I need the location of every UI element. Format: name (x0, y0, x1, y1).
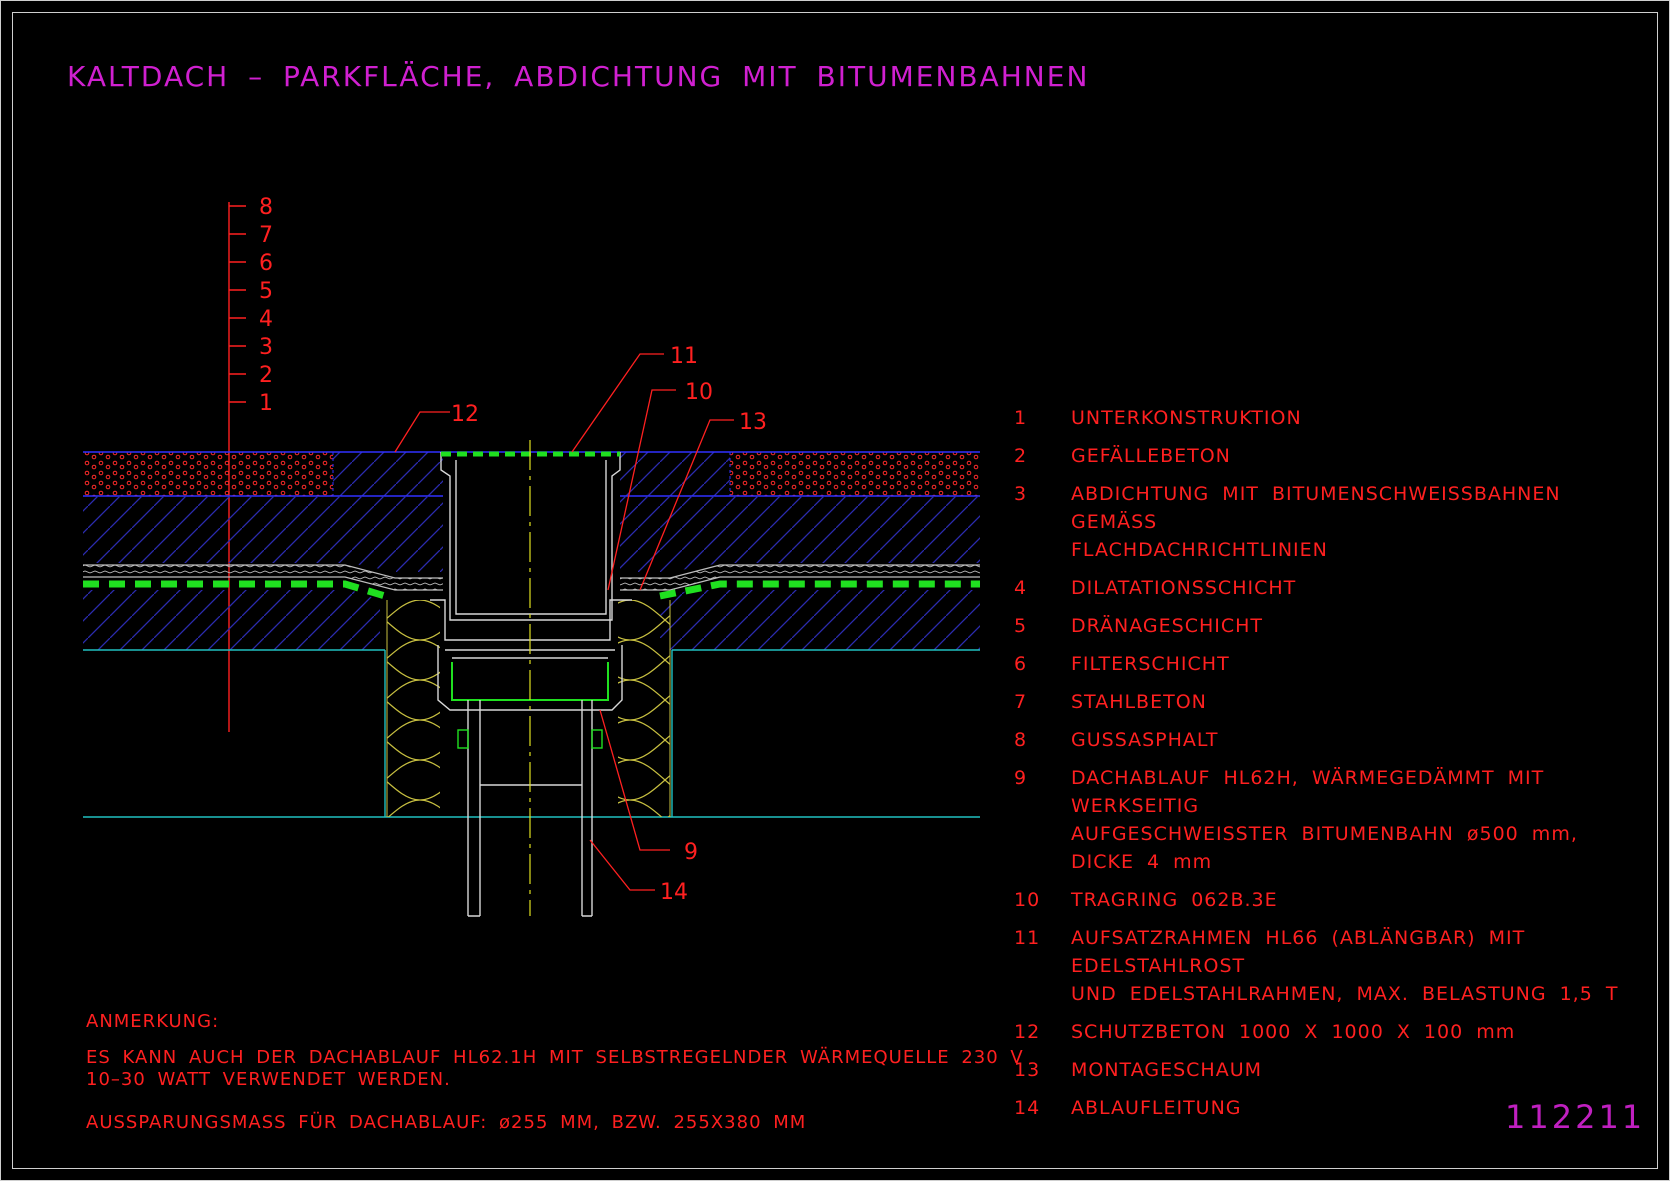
legend-number: 14 (1014, 1097, 1041, 1119)
roof-drain (430, 451, 632, 917)
legend-text-line: STAHLBETON (1071, 691, 1207, 713)
legend-text-line: FILTERSCHICHT (1071, 653, 1230, 675)
legend-text: UNTERKONSTRUKTION (1071, 404, 1302, 432)
legend-text: STAHLBETON (1071, 688, 1207, 716)
legend-text: TRAGRING 062B.3E (1071, 886, 1278, 914)
legend-number: 4 (1014, 577, 1028, 599)
legend-text: FILTERSCHICHT (1071, 650, 1230, 678)
legend-item: 9 DACHABLAUF HL62H, WÄRMEGEDÄMMT MIT WERK… (1008, 764, 1648, 876)
note-line-3: AUSSPARUNGSMASS FÜR DACHABLAUF: ø255 MM,… (86, 1112, 807, 1133)
callout-13: 13 (739, 410, 767, 435)
scale-label: 2 (259, 363, 273, 388)
scale-label: 3 (259, 335, 273, 360)
legend-item: 7 STAHLBETON (1008, 688, 1648, 716)
legend-number: 5 (1014, 615, 1028, 637)
legend-text: DRÄNAGESCHICHT (1071, 612, 1263, 640)
legend-text-line: TRAGRING 062B.3E (1071, 889, 1278, 911)
scale-label: 6 (259, 251, 273, 276)
legend-text-line: MONTAGESCHAUM (1071, 1059, 1262, 1081)
legend-text-line: ABLAUFLEITUNG (1071, 1097, 1242, 1119)
legend-item: 14 ABLAUFLEITUNG (1008, 1094, 1648, 1122)
legend-text: GUSSASPHALT (1071, 726, 1218, 754)
legend-text-line: DRÄNAGESCHICHT (1071, 615, 1264, 637)
legend-text: MONTAGESCHAUM (1071, 1056, 1262, 1084)
callout-leaders (394, 353, 734, 891)
legend-number: 8 (1014, 729, 1028, 751)
legend-item: 6 FILTERSCHICHT (1008, 650, 1648, 678)
legend-text: SCHUTZBETON 1000 X 1000 X 100 mm (1071, 1018, 1515, 1046)
callout-12: 12 (451, 402, 479, 427)
layer-gussasphalt-right (620, 452, 980, 496)
insulation-montageschaum (386, 600, 671, 817)
legend-text-line: FLACHDACHRICHTLINIEN (1071, 539, 1328, 561)
legend-text: GEFÄLLEBETON (1071, 442, 1231, 470)
legend-text: DACHABLAUF HL62H, WÄRMEGEDÄMMT MIT WERKS… (1071, 764, 1648, 876)
legend-number: 2 (1014, 445, 1028, 467)
legend-text: ABLAUFLEITUNG (1071, 1094, 1242, 1122)
legend-text-line: GEFÄLLEBETON (1071, 445, 1231, 467)
legend-text-line: AUFGESCHWEISSTER BITUMENBAHN ø500 mm, (1071, 823, 1578, 845)
legend-item: 5 DRÄNAGESCHICHT (1008, 612, 1648, 640)
legend: 1 UNTERKONSTRUKTION 2 GEFÄLLEBETON 3 ABDICHTU… (1008, 404, 1648, 1132)
legend-text-line: SCHUTZBETON 1000 X 1000 X 100 mm (1071, 1021, 1516, 1043)
layer-stahlbeton (83, 590, 980, 818)
legend-number: 1 (1014, 407, 1028, 429)
legend-item: 4 DILATATIONSSCHICHT (1008, 574, 1648, 602)
legend-item: 12 SCHUTZBETON 1000 X 1000 X 100 mm (1008, 1018, 1648, 1046)
legend-text-line: DILATATIONSSCHICHT (1071, 577, 1297, 599)
legend-number: 13 (1014, 1059, 1041, 1081)
callout-11: 11 (670, 344, 698, 369)
legend-item: 8 GUSSASPHALT (1008, 726, 1648, 754)
drawing-title: KALTDACH – PARKFLÄCHE, ABDICHTUNG MIT BI… (67, 60, 1090, 93)
callout-10: 10 (685, 380, 713, 405)
legend-text-line: DICKE 4 mm (1071, 851, 1213, 873)
legend-number: 6 (1014, 653, 1028, 675)
scale-label: 4 (259, 307, 273, 332)
legend-text-line: GUSSASPHALT (1071, 729, 1219, 751)
legend-item: 13 MONTAGESCHAUM (1008, 1056, 1648, 1084)
legend-number: 9 (1014, 767, 1028, 789)
callout-9: 9 (684, 840, 698, 865)
scale-label: 5 (259, 279, 273, 304)
legend-text-line: AUFSATZRAHMEN HL66 (ABLÄNGBAR) MIT EDELS… (1071, 927, 1526, 977)
legend-text-line: ABDICHTUNG MIT BITUMENSCHWEISSBAHNEN GEM… (1071, 483, 1561, 533)
scale-label: 1 (259, 391, 273, 416)
callout-14: 14 (660, 880, 688, 905)
legend-number: 12 (1014, 1021, 1041, 1043)
legend-text: ABDICHTUNG MIT BITUMENSCHWEISSBAHNEN GEM… (1071, 480, 1648, 564)
legend-number: 3 (1014, 483, 1028, 505)
note-heading: ANMERKUNG: (86, 1011, 220, 1032)
legend-item: 3 ABDICHTUNG MIT BITUMENSCHWEISSBAHNEN GE… (1008, 480, 1648, 564)
legend-item: 1 UNTERKONSTRUKTION (1008, 404, 1648, 432)
legend-text: DILATATIONSSCHICHT (1071, 574, 1296, 602)
legend-number: 10 (1014, 889, 1041, 911)
legend-item: 2 GEFÄLLEBETON (1008, 442, 1648, 470)
layer-gussasphalt-left (83, 452, 443, 496)
layer-schutzbeton (83, 496, 980, 572)
note-line-1: ES KANN AUCH DER DACHABLAUF HL62.1H MIT … (86, 1047, 1024, 1068)
drawing-code: 112211 (1505, 1098, 1646, 1136)
legend-item: 10 TRAGRING 062B.3E (1008, 886, 1648, 914)
scale-label: 7 (259, 223, 273, 248)
scale-label: 8 (259, 195, 273, 220)
legend-number: 11 (1014, 927, 1041, 949)
drawing-border-inner (12, 12, 1658, 1169)
note-line-2: 10–30 WATT VERWENDET WERDEN. (86, 1069, 451, 1090)
legend-item: 11 AUFSATZRAHMEN HL66 (ABLÄNGBAR) MIT EDE… (1008, 924, 1648, 1008)
legend-number: 7 (1014, 691, 1028, 713)
legend-text-line: UND EDELSTAHLRAHMEN, MAX. BELASTUNG 1,5 … (1071, 983, 1619, 1005)
legend-text-line: DACHABLAUF HL62H, WÄRMEGEDÄMMT MIT WERKS… (1071, 767, 1545, 817)
legend-text: AUFSATZRAHMEN HL66 (ABLÄNGBAR) MIT EDELS… (1071, 924, 1648, 1008)
legend-text-line: UNTERKONSTRUKTION (1071, 407, 1302, 429)
